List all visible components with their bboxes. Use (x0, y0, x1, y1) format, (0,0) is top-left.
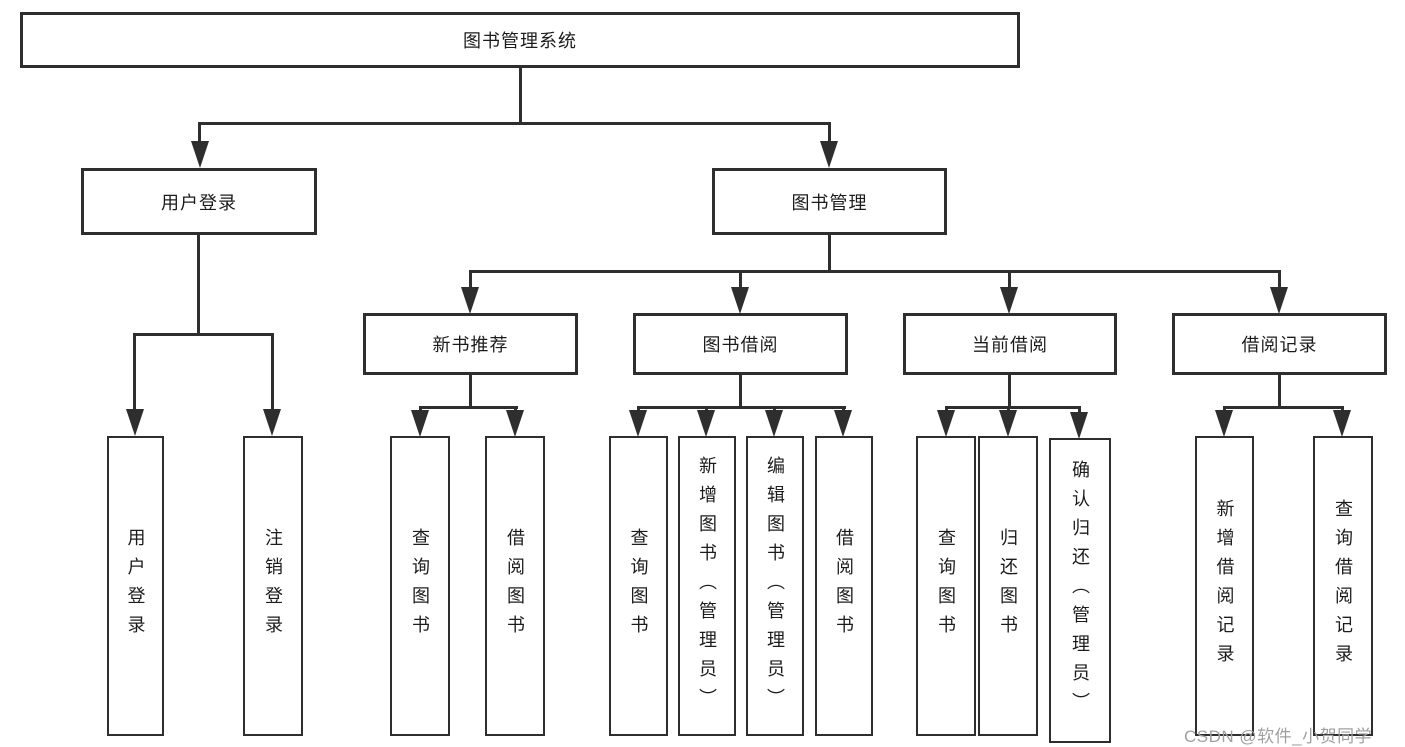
leaf-label: 确认归还（管理员） (1070, 460, 1090, 721)
node-label: 新书推荐 (432, 335, 509, 355)
leaf-search-books: 查询图书 (916, 436, 976, 736)
leaf-borrow-books: 借阅图书 (485, 436, 545, 736)
connector-line (1278, 375, 1281, 408)
connector-line (133, 333, 274, 336)
leaf-label: 查询图书 (410, 528, 430, 644)
leaf-label: 编辑图书（管理员） (765, 455, 785, 717)
arrow-head (765, 410, 783, 437)
arrow-head (126, 409, 144, 436)
leaf-label: 查询借阅记录 (1333, 499, 1353, 673)
leaf-label: 归还图书 (998, 528, 1018, 644)
connector-line (1078, 406, 1081, 416)
csdn-watermark: CSDN @软件_小贺同学 (1184, 727, 1373, 746)
arrow-head (999, 410, 1017, 437)
connector-line (133, 333, 136, 413)
arrow-head (1000, 287, 1018, 314)
node-current-borrowing: 当前借阅 (903, 313, 1117, 375)
leaf-label: 查询图书 (936, 528, 956, 644)
arrow-head (731, 287, 749, 314)
connector-line (1223, 406, 1344, 409)
leaf-label: 查询图书 (628, 528, 649, 644)
leaf-label: 新增图书（管理员） (697, 455, 717, 717)
leaf-search-books: 查询图书 (390, 436, 450, 736)
leaf-add-books-admin: 新增图书（管理员） (678, 436, 736, 736)
arrow-head (263, 409, 281, 436)
leaf-user-login: 用户登录 (107, 436, 164, 736)
connector-line (469, 375, 472, 408)
connector-line (419, 406, 518, 409)
node-book-management: 图书管理 (712, 168, 947, 235)
connector-line (637, 406, 846, 409)
arrow-head (834, 410, 852, 437)
leaf-borrow-books: 借阅图书 (815, 436, 873, 736)
connector-line (1008, 375, 1011, 408)
connector-line (1008, 270, 1011, 290)
leaf-label: 借阅图书 (834, 528, 854, 644)
connector-line (198, 122, 831, 125)
arrow-head (820, 141, 838, 168)
connector-line (945, 406, 1081, 409)
connector-line (828, 122, 831, 146)
leaf-search-books: 查询图书 (609, 436, 668, 736)
leaf-label: 注销登录 (263, 528, 283, 644)
connector-line (469, 270, 472, 290)
leaf-return-books: 归还图书 (978, 436, 1038, 736)
node-user-login: 用户登录 (81, 168, 317, 235)
connector-line (198, 122, 201, 146)
leaf-edit-books-admin: 编辑图书（管理员） (746, 436, 804, 736)
connector-line (828, 235, 831, 272)
connector-line (469, 270, 1281, 273)
leaf-add-borrow-record: 新增借阅记录 (1195, 436, 1254, 736)
node-borrowing-records: 借阅记录 (1172, 313, 1387, 375)
leaf-confirm-return-admin: 确认归还（管理员） (1049, 438, 1111, 743)
node-label: 图书借阅 (702, 335, 779, 355)
node-book-borrowing: 图书借阅 (633, 313, 848, 375)
leaf-logout: 注销登录 (243, 436, 303, 736)
node-label: 用户登录 (161, 192, 237, 213)
arrow-head (1215, 410, 1233, 437)
node-library-management-system: 图书管理系统 (20, 12, 1020, 68)
arrow-head (1333, 410, 1351, 437)
connector-line (1278, 270, 1281, 290)
leaf-label: 借阅图书 (505, 528, 525, 644)
arrow-head (411, 410, 429, 437)
arrow-head (937, 410, 955, 437)
arrow-head (191, 141, 209, 168)
arrow-head (697, 410, 715, 437)
connector-line (519, 68, 522, 124)
node-new-book-recommendation: 新书推荐 (363, 313, 578, 375)
node-label: 借阅记录 (1241, 335, 1318, 355)
node-label: 当前借阅 (972, 335, 1048, 355)
connector-line (739, 270, 742, 290)
arrow-head (506, 410, 524, 437)
arrow-head (461, 287, 479, 314)
connector-line (271, 333, 274, 413)
arrow-head (629, 410, 647, 437)
leaf-search-borrow-record: 查询借阅记录 (1313, 436, 1373, 736)
leaf-label: 新增借阅记录 (1214, 499, 1235, 673)
node-label: 图书管理 (791, 192, 868, 213)
connector-line (197, 235, 200, 335)
connector-line (739, 375, 742, 408)
arrow-head (1070, 412, 1088, 439)
leaf-label: 用户登录 (125, 528, 146, 644)
node-label: 图书管理系统 (463, 31, 577, 51)
arrow-head (1270, 287, 1288, 314)
